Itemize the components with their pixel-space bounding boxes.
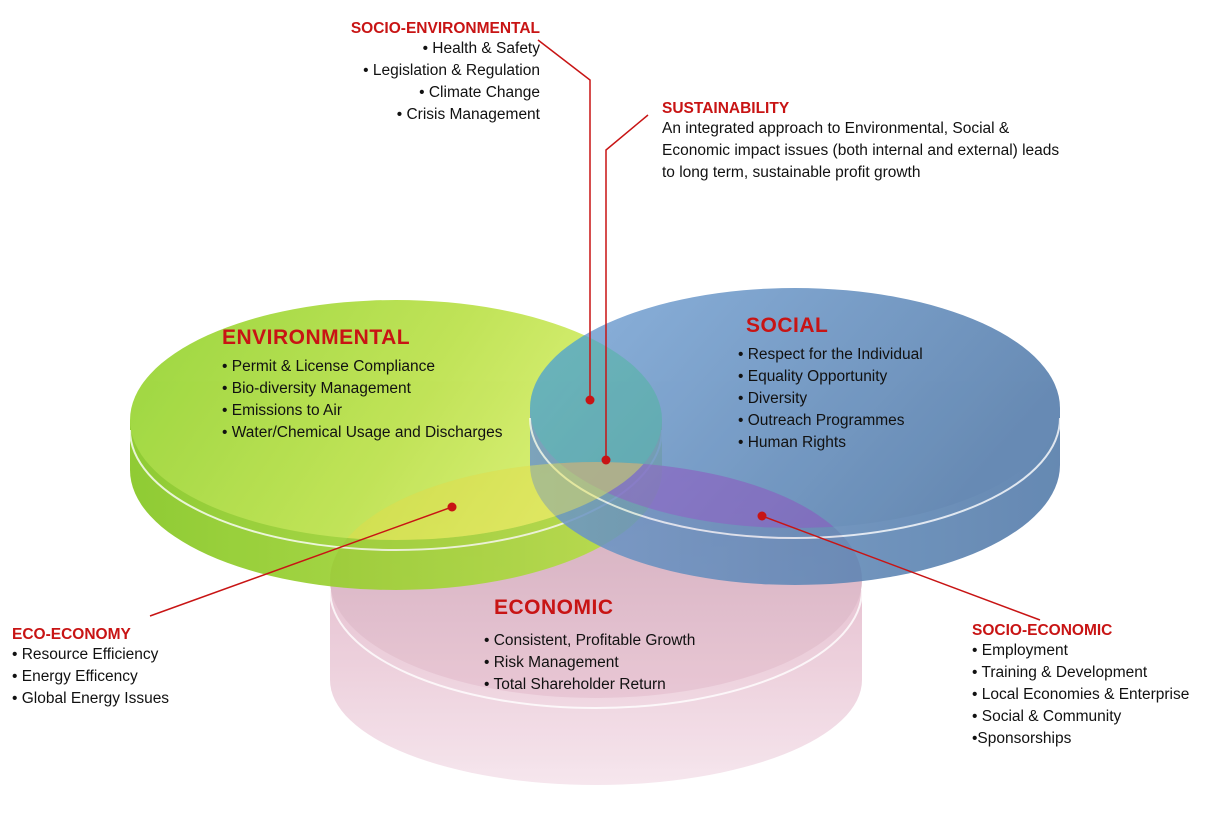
overlap-env-economic: [330, 462, 662, 540]
list-item: • Global Energy Issues: [12, 690, 170, 707]
list-item: • Energy Efficency: [12, 668, 138, 685]
list-item: • Emissions to Air: [222, 402, 342, 419]
environmental-list: • Permit & License Compliance • Bio-dive…: [222, 356, 542, 444]
list-item: • Employment: [972, 642, 1068, 659]
list-item: •Sponsorships: [972, 730, 1072, 747]
connector-socio-economic: [757, 511, 1041, 621]
list-item: • Outreach Programmes: [738, 412, 905, 429]
social-section: SOCIAL • Respect for the Individual • Eq…: [738, 314, 978, 454]
list-item: • Health & Safety: [422, 40, 540, 57]
connector-socio-environmental: [537, 39, 595, 405]
list-item: • Resource Efficiency: [12, 646, 159, 663]
sustainability-description: An integrated approach to Environmental,…: [662, 118, 1132, 184]
socio-economic-title: SOCIO-ECONOMIC: [972, 622, 1113, 639]
socio-environmental-list: • Health & Safety • Legislation & Regula…: [300, 38, 540, 126]
socio-environmental-callout: SOCIO-ENVIRONMENTAL • Health & Safety • …: [300, 20, 540, 126]
list-item: • Respect for the Individual: [738, 346, 923, 363]
sustainability-title: SUSTAINABILITY: [662, 100, 790, 117]
list-item: • Human Rights: [738, 434, 846, 451]
social-title: SOCIAL: [746, 314, 829, 337]
environmental-section: ENVIRONMENTAL • Permit & License Complia…: [222, 326, 542, 444]
list-item: • Local Economies & Enterprise: [972, 686, 1190, 703]
list-item: • Permit & License Compliance: [222, 358, 436, 375]
connector-sustainability: [601, 114, 649, 465]
economic-section: ECONOMIC • Consistent, Profitable Growth…: [484, 596, 754, 696]
environmental-disc: [129, 300, 663, 590]
economic-list: • Consistent, Profitable Growth • Risk M…: [484, 630, 754, 696]
eco-economy-callout: ECO-ECONOMY • Resource Efficiency • Ener…: [12, 626, 222, 710]
list-item: • Training & Development: [972, 664, 1148, 681]
list-item: • Social & Community: [972, 708, 1122, 725]
social-list: • Respect for the Individual • Equality …: [738, 344, 978, 454]
connector-eco-economy: [149, 502, 457, 617]
social-disc: [529, 288, 1061, 585]
list-item: • Diversity: [738, 390, 808, 407]
list-item: • Risk Management: [484, 654, 619, 671]
economic-title: ECONOMIC: [494, 596, 614, 619]
list-item: • Total Shareholder Return: [484, 676, 666, 693]
description-line: Economic impact issues (both internal an…: [662, 142, 1060, 159]
eco-economy-list: • Resource Efficiency • Energy Efficency…: [12, 644, 222, 710]
list-item: • Legislation & Regulation: [363, 62, 540, 79]
description-line: An integrated approach to Environmental,…: [662, 120, 1010, 137]
overlap-social-economic: [530, 462, 862, 528]
socio-environmental-title: SOCIO-ENVIRONMENTAL: [350, 20, 540, 37]
socio-economic-list: • Employment • Training & Development • …: [972, 640, 1222, 750]
environmental-title: ENVIRONMENTAL: [222, 326, 411, 349]
list-item: • Equality Opportunity: [738, 368, 888, 385]
description-line: to long term, sustainable profit growth: [662, 164, 921, 181]
list-item: • Crisis Management: [396, 106, 540, 123]
list-item: • Water/Chemical Usage and Discharges: [222, 424, 503, 441]
list-item: • Consistent, Profitable Growth: [484, 632, 696, 649]
list-item: • Climate Change: [419, 84, 540, 101]
sustainability-callout: SUSTAINABILITY An integrated approach to…: [662, 100, 1132, 184]
eco-economy-title: ECO-ECONOMY: [12, 626, 131, 643]
socio-economic-callout: SOCIO-ECONOMIC • Employment • Training &…: [972, 622, 1222, 750]
list-item: • Bio-diversity Management: [222, 380, 411, 397]
